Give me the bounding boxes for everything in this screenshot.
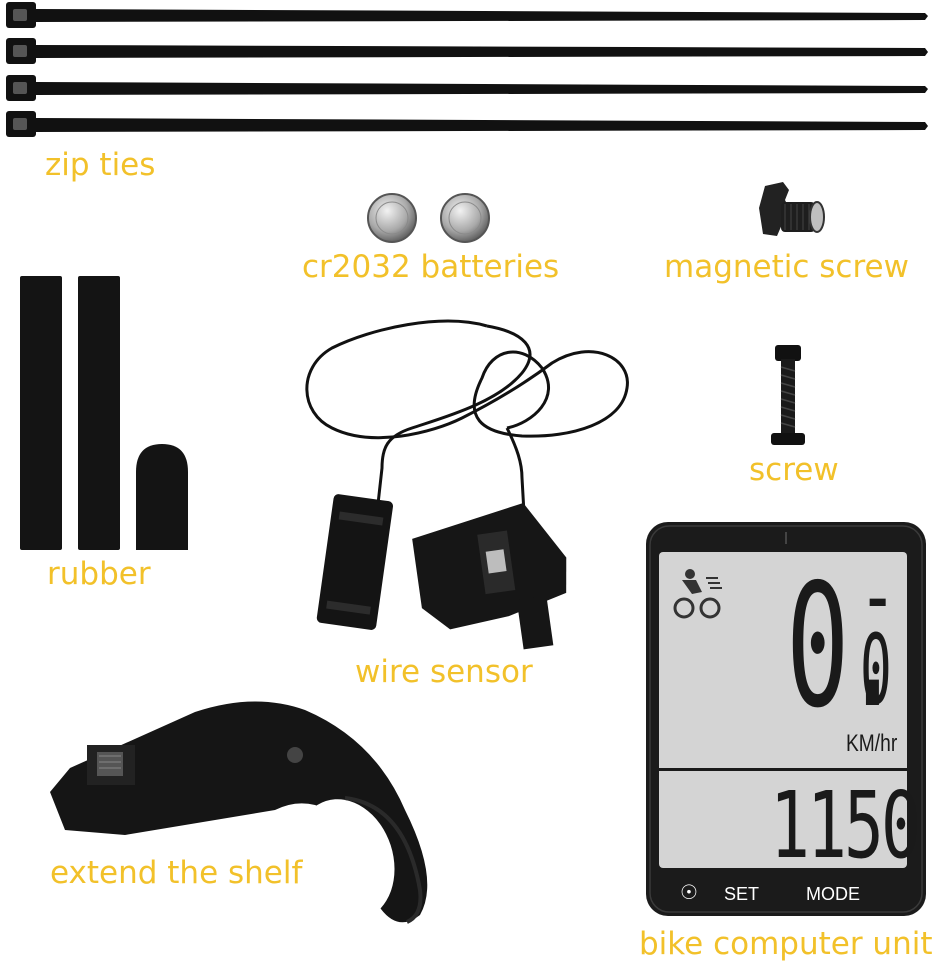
bike-computer-bezel <box>646 522 926 916</box>
light-icon[interactable]: ☉ <box>680 880 698 904</box>
odometer-digits: 1150 <box>770 772 921 879</box>
wire-sensor-image <box>292 318 642 663</box>
zip-ties-image <box>6 2 928 137</box>
zip-ties-group <box>0 0 940 150</box>
set-button[interactable]: SET <box>724 884 760 904</box>
cyclist-icon <box>673 569 722 619</box>
rubber-pads-image <box>20 276 190 552</box>
magnetic-screw-image <box>755 178 830 243</box>
mode-button[interactable]: MODE <box>806 884 860 904</box>
rubber-label: rubber <box>47 556 151 592</box>
screw-image <box>768 345 808 450</box>
speed-decimal-digit: 0 <box>860 614 892 726</box>
speed-main-digit: 0. <box>786 548 904 746</box>
bike-computer-unit: - 0. 0 KM/hr 1150 ☉ SET MODE <box>646 522 926 916</box>
batteries-image <box>365 192 495 247</box>
computer-label: bike computer unit <box>639 926 933 962</box>
magnetic-screw-label: magnetic screw <box>664 249 909 285</box>
shelf-mount-image <box>45 700 445 930</box>
batteries-label: cr2032 batteries <box>302 249 560 285</box>
screw-label: screw <box>749 452 839 488</box>
speed-dash: - <box>862 570 894 630</box>
zip-ties-label: zip ties <box>45 147 156 183</box>
wire-sensor-label: wire sensor <box>355 654 533 690</box>
speed-unit: KM/hr <box>846 730 898 757</box>
shelf-label: extend the shelf <box>50 855 303 891</box>
